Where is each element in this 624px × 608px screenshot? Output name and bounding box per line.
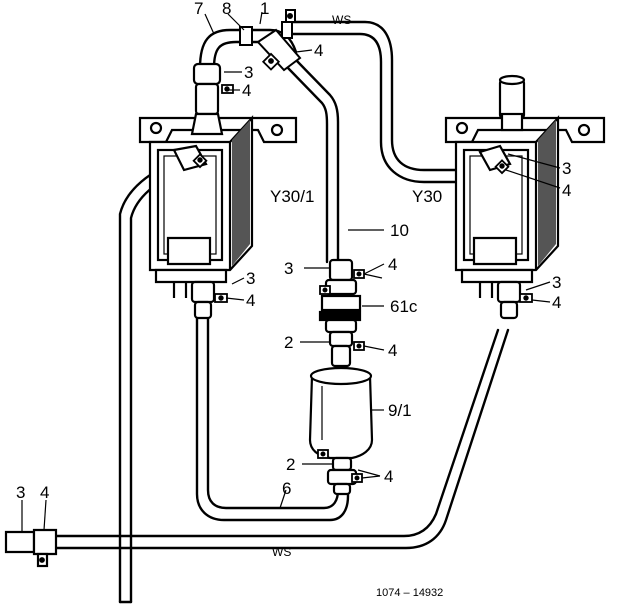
callout-2: 2 [284,333,293,352]
leader-line [505,169,561,189]
leader-line [363,345,385,351]
leader-line [361,475,381,479]
callout-1: 1 [260,0,269,18]
ws-line-bottom [54,328,510,550]
ws-label-top: WS [332,13,351,27]
left-valve-label: Y30/1 [270,187,314,206]
reference-code: 1074 – 14932 [376,587,443,599]
right-solenoid-valve [444,74,606,320]
clip-icon [192,84,234,303]
leader-line [531,299,551,303]
leader-line [259,11,263,25]
clip-icon [494,159,533,303]
leader-line [231,277,245,285]
filter-label: 9/1 [388,401,412,420]
callout-4: 4 [40,483,49,502]
callout-4: 4 [246,291,255,310]
callout-3: 3 [562,159,571,178]
leader-line [363,273,383,279]
fuel-filter-9-1 [308,366,374,496]
leader-line [225,297,245,301]
ws-line-top [288,20,472,184]
right-valve-label: Y30 [412,187,442,206]
callout-3: 3 [244,63,253,82]
check-valve-61c [318,258,362,368]
line-10 [286,58,340,264]
leader-line [227,13,245,31]
callout-4: 4 [242,81,251,100]
part-61c-label: 61c [390,297,418,316]
callout-4: 4 [384,467,393,486]
callout-3: 3 [552,273,561,292]
hose-7 [198,28,252,70]
hose-6 [195,314,350,522]
callout-4: 4 [552,293,561,312]
callout-3: 3 [16,483,25,502]
callout-4: 4 [314,41,323,60]
leader-line [295,49,313,53]
line-10-label: 10 [390,221,409,240]
leader-line [507,153,561,169]
clip-icon [317,269,365,483]
left-solenoid-valve [138,62,298,320]
ws-label-bottom: WS [272,545,291,559]
callout-8: 8 [222,0,231,18]
leader-line [279,489,287,509]
callout-4: 4 [388,341,397,360]
callout-4: 4 [388,255,397,274]
callout-7: 7 [194,0,203,18]
callout-3: 3 [246,269,255,288]
callout-3: 3 [284,259,293,278]
leader-line [43,499,47,531]
callout-4: 4 [562,181,571,200]
leader-line [204,13,215,35]
leader-line [357,469,381,477]
leader-line [525,281,551,291]
callout-2: 2 [286,455,295,474]
clip-icon [261,52,281,71]
bottom-left-connector [4,528,58,568]
leader-line [363,263,385,275]
hose-6-label: 6 [282,479,291,498]
